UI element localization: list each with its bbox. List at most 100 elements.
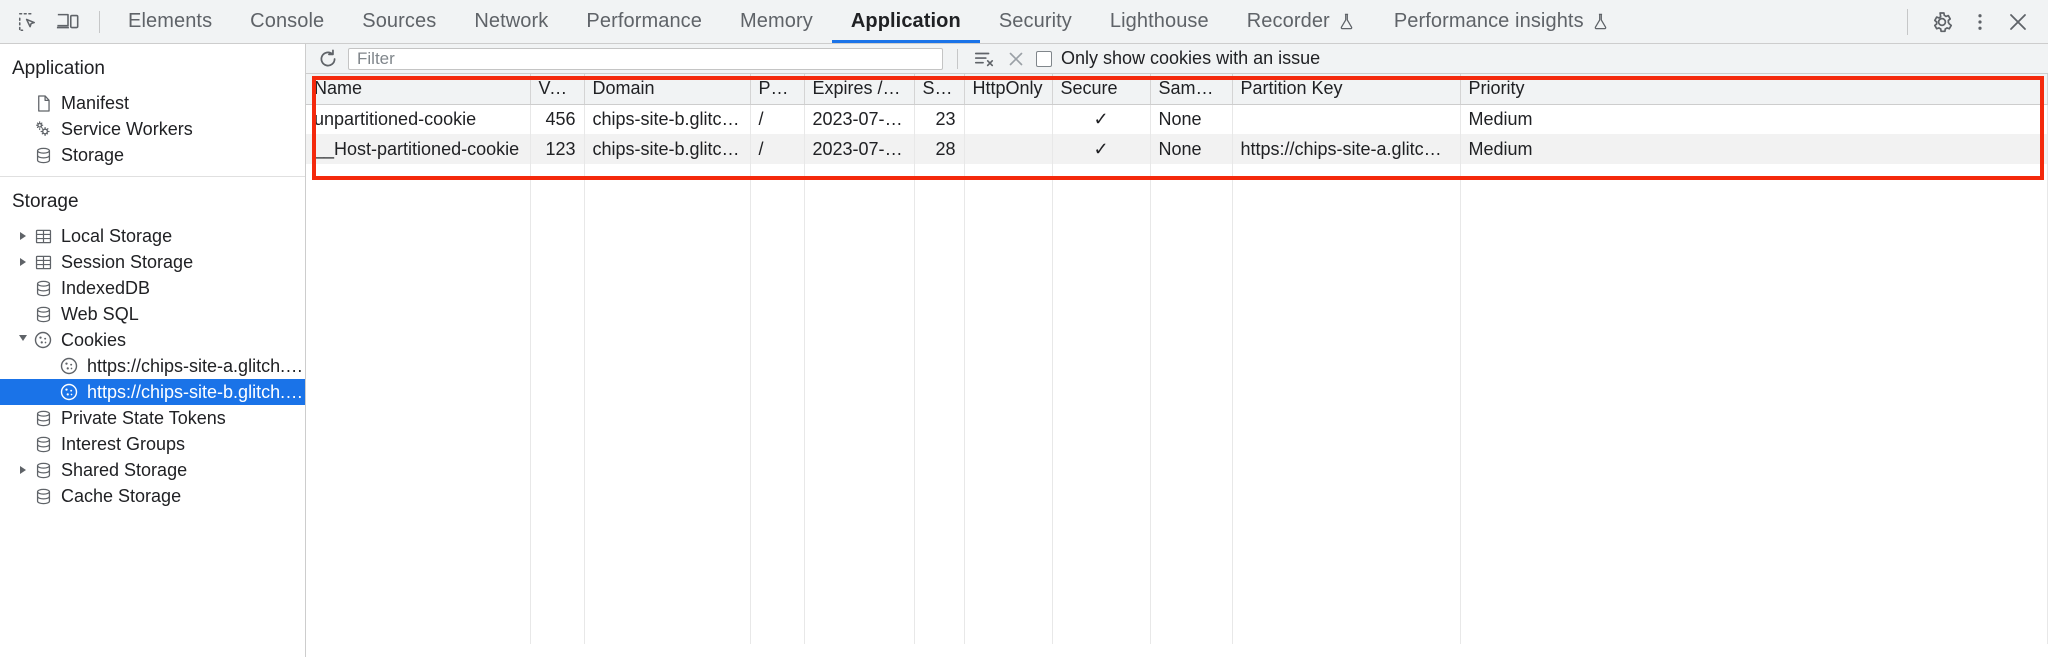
empty-cell [1232,524,1461,554]
column-header-httponly[interactable]: HttpOnly [964,74,1053,105]
column-header-domain[interactable]: Domain [584,74,751,105]
table-empty-row [306,194,2048,224]
sidebar-item-cookies[interactable]: Cookies [0,327,305,353]
only-show-issues-checkbox[interactable]: Only show cookies with an issue [1036,48,1320,69]
cell-value[interactable]: 123 [530,134,585,164]
cell-httponly[interactable] [964,104,1053,134]
sidebar-item-indexeddb[interactable]: IndexedDB [0,275,305,301]
empty-cell [1052,224,1151,254]
cell-size[interactable]: 23 [914,104,965,134]
column-header-partition-key[interactable]: Partition Key [1232,74,1461,105]
empty-cell [584,434,751,464]
sidebar-item-private-state-tokens[interactable]: Private State Tokens [0,405,305,431]
column-header-samesite[interactable]: SameSite [1150,74,1233,105]
column-header-expires-m[interactable]: Expires / M… [804,74,915,105]
filter-input[interactable] [348,47,943,70]
cell-partition-key[interactable]: https://chips-site-a.glitch.me [1232,134,1461,164]
sidebar-item-manifest[interactable]: Manifest [0,90,305,116]
sidebar-item-local-storage[interactable]: Local Storage [0,223,305,249]
cell-domain[interactable]: chips-site-b.glitch.me [584,104,751,134]
empty-cell [306,524,531,554]
cell-value[interactable]: 456 [530,104,585,134]
cell-expires-m[interactable]: 2023-07-07… [804,104,915,134]
chevron-down-icon[interactable] [14,331,32,349]
document-icon [32,92,54,114]
empty-cell [1232,224,1461,254]
inspect-element-icon[interactable] [10,4,46,40]
tab-application[interactable]: Application [831,0,980,43]
cell-secure[interactable]: ✓ [1052,104,1151,134]
more-vertical-icon[interactable] [1962,4,1998,40]
cell-size[interactable]: 28 [914,134,965,164]
column-header-secure[interactable]: Secure [1052,74,1151,105]
sidebar-item-interest-groups[interactable]: Interest Groups [0,431,305,457]
tab-performance[interactable]: Performance [567,0,721,43]
cell-samesite[interactable]: None [1150,134,1233,164]
experiment-flask-icon [1337,12,1356,31]
tab-label: Memory [740,10,813,32]
cell-priority[interactable]: Medium [1460,104,2048,134]
tab-memory[interactable]: Memory [721,0,832,43]
cell-httponly[interactable] [964,134,1053,164]
empty-cell [804,464,915,494]
column-header-priority[interactable]: Priority [1460,74,2048,105]
sidebar-item-https-chips-site-a-glitch-me[interactable]: https://chips-site-a.glitch.me [0,353,305,379]
tab-label: Application [850,10,961,32]
clear-all-cookies-icon[interactable] [972,47,996,71]
cell-samesite[interactable]: None [1150,104,1233,134]
gear-icon[interactable] [1924,4,1960,40]
column-header-size[interactable]: Size [914,74,965,105]
empty-cell [804,524,915,554]
column-header-value[interactable]: Value [530,74,585,105]
sidebar-item-service-workers[interactable]: Service Workers [0,116,305,142]
cell-path[interactable]: / [750,104,805,134]
device-toolbar-icon[interactable] [50,4,86,40]
cell-secure[interactable]: ✓ [1052,134,1151,164]
empty-cell [584,224,751,254]
empty-cell [914,524,965,554]
empty-cell [1150,464,1233,494]
cell-partition-key[interactable] [1232,104,1461,134]
cell-priority[interactable]: Medium [1460,134,2048,164]
column-header-name[interactable]: Name [306,74,531,105]
column-header-path[interactable]: Path [750,74,805,105]
tab-console[interactable]: Console [231,0,343,43]
chevron-right-icon[interactable] [14,253,32,271]
chevron-right-icon[interactable] [14,227,32,245]
empty-cell [530,194,585,224]
close-icon[interactable] [2000,4,2036,40]
tab-lighthouse[interactable]: Lighthouse [1091,0,1228,43]
sidebar-item-cache-storage[interactable]: Cache Storage [0,483,305,509]
tab-network[interactable]: Network [455,0,567,43]
tab-sources[interactable]: Sources [343,0,455,43]
cell-expires-m[interactable]: 2023-07-07… [804,134,915,164]
chevron-right-icon[interactable] [14,461,32,479]
cell-domain[interactable]: chips-site-b.glitch.me [584,134,751,164]
delete-selected-icon[interactable] [1004,47,1028,71]
cell-name[interactable]: __Host-partitioned-cookie [306,134,531,164]
empty-cell [804,614,915,644]
tab-recorder[interactable]: Recorder [1228,0,1375,43]
checkbox-box[interactable] [1036,50,1052,67]
cell-name[interactable]: unpartitioned-cookie [306,104,531,134]
empty-cell [964,614,1053,644]
sidebar-item-storage[interactable]: Storage [0,142,305,168]
empty-cell [914,314,965,344]
empty-cell [1232,404,1461,434]
tab-performance-insights[interactable]: Performance insights [1375,0,1629,43]
sidebar-item-label: Session Storage [61,251,194,272]
empty-cell [750,164,805,194]
tab-security[interactable]: Security [980,0,1091,43]
sidebar-item-https-chips-site-b-glitch-me[interactable]: https://chips-site-b.glitch.me [0,379,305,405]
sidebar-item-shared-storage[interactable]: Shared Storage [0,457,305,483]
sidebar-item-web-sql[interactable]: Web SQL [0,301,305,327]
tab-elements[interactable]: Elements [109,0,231,43]
empty-cell [306,194,531,224]
sidebar-item-session-storage[interactable]: Session Storage [0,249,305,275]
empty-cell [1150,284,1233,314]
cell-path[interactable]: / [750,134,805,164]
refresh-icon[interactable] [316,47,340,71]
